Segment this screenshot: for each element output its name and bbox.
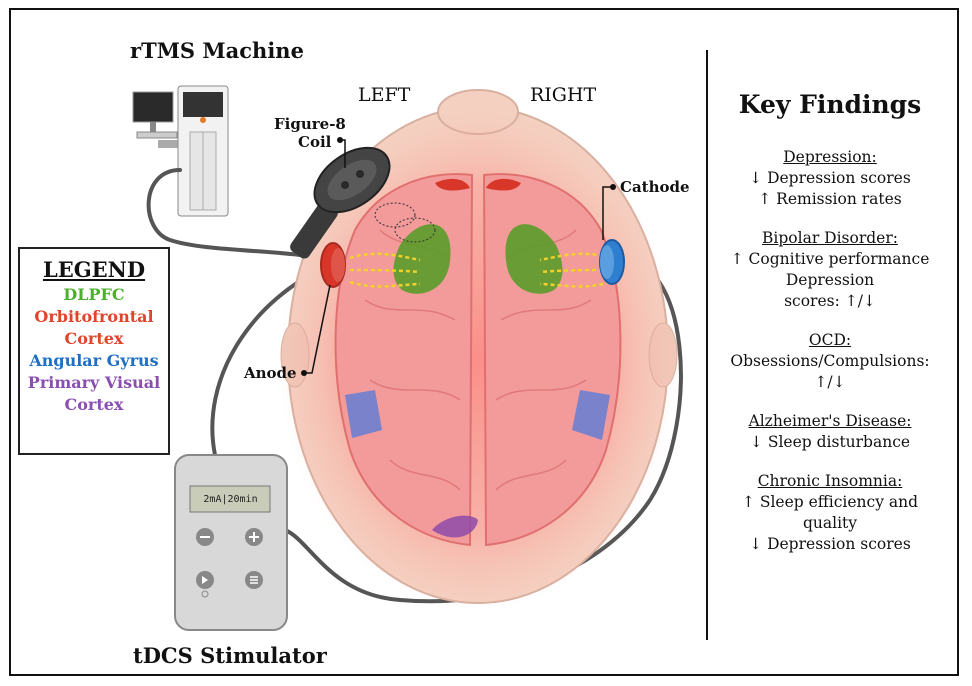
right-angular-gyrus (572, 390, 610, 440)
finding-line: Obsessions/Compulsions: (730, 352, 930, 370)
finding-line: ↓ Depression scores (749, 169, 911, 187)
finding-line: ↑ Cognitive performance (730, 250, 930, 268)
findings-sections: Depression: ↓ Depression scores ↑ Remissio… (712, 147, 948, 555)
cathode-electrode (599, 239, 625, 285)
finding-section-title: Depression: (783, 148, 877, 166)
tdcs-stimulator (174, 454, 288, 631)
legend-entry: Orbitofrontal (34, 307, 154, 326)
anode-label: Anode (244, 364, 297, 382)
monitor (132, 91, 174, 123)
finding-line: ↑/↓ (814, 373, 846, 391)
stimulator-display-text: 2mA|20min (203, 494, 258, 505)
finding-section: Bipolar Disorder: ↑ Cognitive performance… (712, 228, 948, 312)
right-dlpfc (505, 224, 563, 294)
left-orbitofrontal (435, 178, 470, 191)
tdcs-stimulator-label: tDCS Stimulator (133, 643, 327, 668)
magnetic-field (374, 202, 436, 243)
rtms-machine-label: rTMS Machine (130, 38, 304, 63)
finding-line: ↑ Remission rates (758, 190, 902, 208)
finding-section-title: Bipolar Disorder: (762, 229, 898, 247)
legend-title: LEGEND (42, 257, 146, 282)
finding-section: Alzheimer's Disease: ↓ Sleep disturbance (712, 411, 948, 453)
legend-entry: Cortex (64, 395, 124, 414)
rtms-cable (146, 168, 302, 257)
legend-entry: Cortex (64, 329, 124, 348)
finding-line: ↑ Sleep efficiency and (741, 493, 919, 511)
key-findings: Key Findings Depression: ↓ Depression sco… (712, 90, 948, 573)
figure-frame (9, 8, 959, 676)
divider (706, 50, 708, 640)
rtms-machine (132, 85, 229, 217)
figure-8-coil (290, 146, 391, 259)
finding-section-title: OCD: (808, 331, 852, 349)
coil-label-line1: Figure-8 (274, 115, 346, 133)
finding-section: Chronic Insomnia: ↑ Sleep efficiency and q… (712, 471, 948, 555)
key-findings-title: Key Findings (738, 90, 922, 119)
current-arrows (349, 252, 611, 288)
legend-entry: Angular Gyrus (29, 351, 159, 370)
finding-section: Depression: ↓ Depression scores ↑ Remissio… (712, 147, 948, 210)
finding-section-title: Alzheimer's Disease: (748, 412, 912, 430)
right-orbitofrontal (486, 178, 521, 191)
finding-line: quality (802, 514, 858, 532)
finding-line: ↓ Sleep disturbance (749, 433, 911, 451)
finding-section: OCD: Obsessions/Compulsions: ↑/↓ (712, 330, 948, 393)
primary-visual-cortex (432, 515, 478, 538)
power-icon (201, 590, 209, 598)
stimulator-screen (189, 485, 271, 513)
coil-label-line2: Coil (298, 133, 332, 151)
finding-line: Depression (785, 271, 875, 289)
cathode-label: Cathode (620, 178, 690, 196)
legend-entry: DLPFC (63, 285, 125, 304)
anode-electrode (320, 242, 346, 288)
brain (334, 173, 622, 547)
finding-line: ↓ Depression scores (749, 535, 911, 553)
right-label: RIGHT (530, 84, 597, 106)
finding-section-title: Chronic Insomnia: (757, 472, 903, 490)
machine-panel (183, 92, 223, 117)
finding-line: scores: ↑/↓ (784, 292, 876, 310)
legend-entry: Primary Visual (27, 373, 161, 392)
left-label: LEFT (358, 84, 411, 106)
left-angular-gyrus (345, 390, 382, 438)
